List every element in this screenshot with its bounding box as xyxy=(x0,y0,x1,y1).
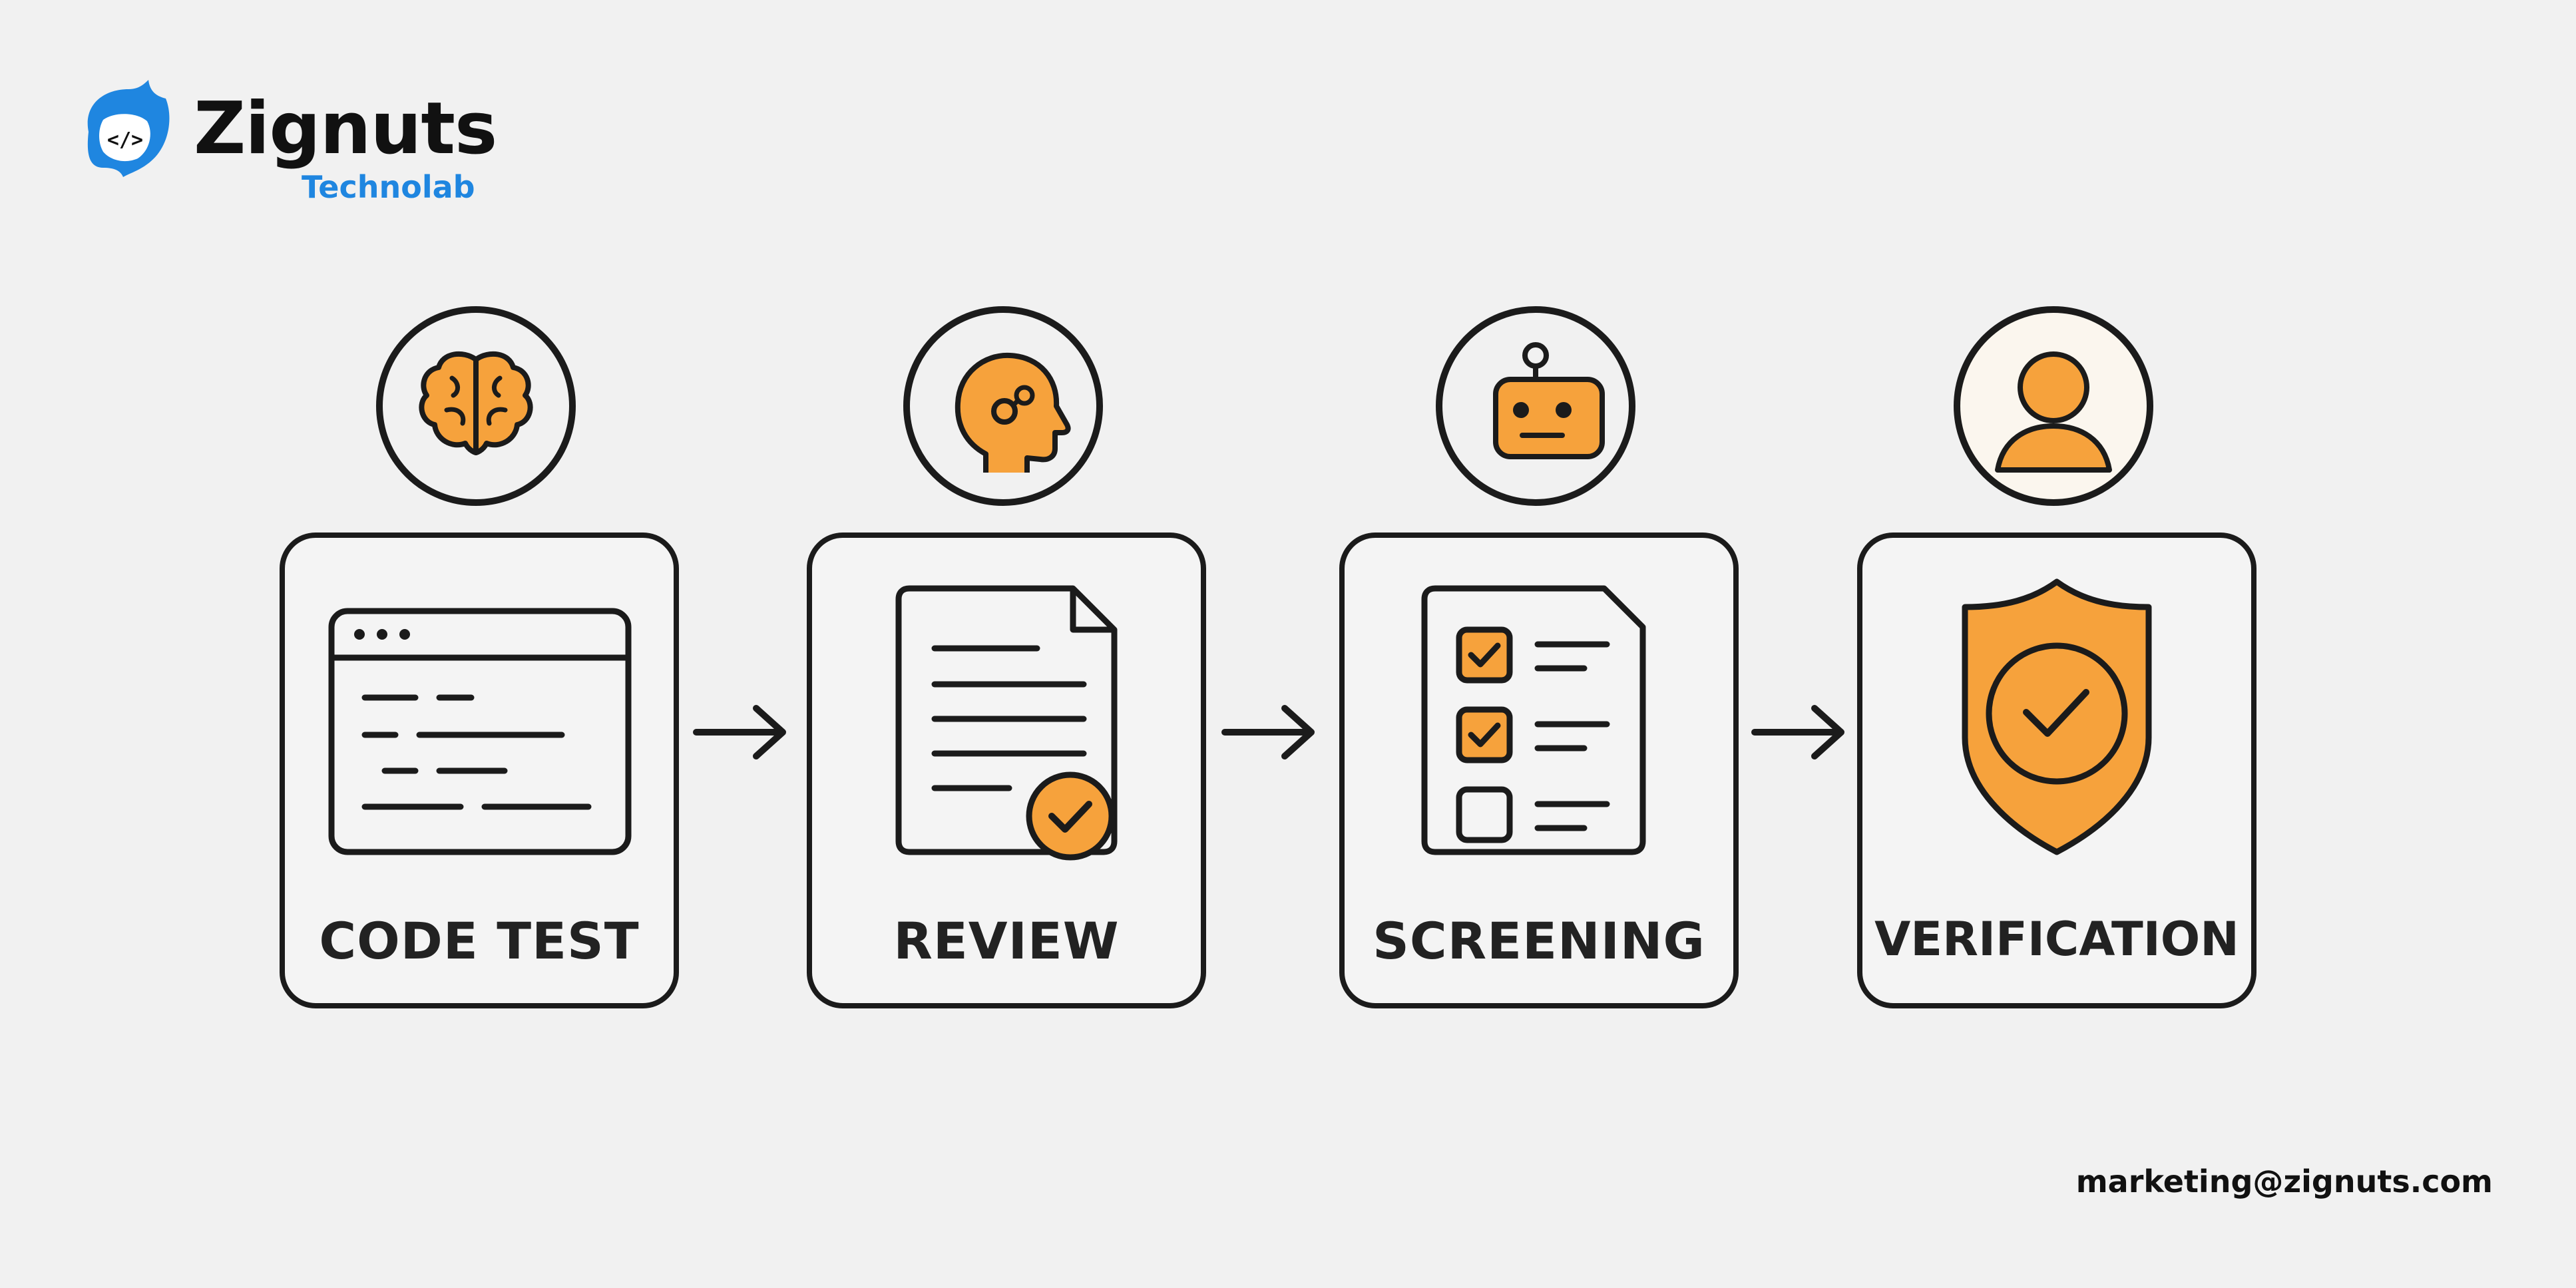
contact-email: marketing@zignuts.com xyxy=(2075,1164,2493,1199)
step-label: REVIEW xyxy=(893,911,1120,970)
step-card: VERIFICATION xyxy=(1857,533,2256,1008)
step-label: CODE TEST xyxy=(319,911,640,970)
brand-logo: </> Zignuts Technolab xyxy=(77,79,497,218)
person-icon xyxy=(1995,351,2112,473)
step-screening: SCREENING xyxy=(1339,303,1739,1008)
code-bracket-leaf-icon: </> xyxy=(87,80,170,177)
step-card: CODE TEST xyxy=(280,533,679,1008)
step-icon-circle xyxy=(376,306,576,506)
step-review: REVIEW xyxy=(807,303,1206,1008)
step-code-test: CODE TEST xyxy=(280,303,679,1008)
step-verification: VERIFICATION xyxy=(1857,303,2256,1008)
arrow-right-icon xyxy=(693,705,786,759)
step-icon-circle xyxy=(1436,306,1635,506)
checklist-icon xyxy=(1421,585,1646,855)
arrow-right-icon xyxy=(1751,705,1844,759)
shield-check-icon xyxy=(1962,578,2152,855)
brain-icon xyxy=(419,351,533,455)
step-icon-circle xyxy=(1954,306,2153,506)
step-label: SCREENING xyxy=(1373,911,1705,970)
step-label: VERIFICATION xyxy=(1874,912,2239,966)
robot-icon xyxy=(1493,342,1605,459)
brand-tagline: Technolab xyxy=(302,169,475,205)
step-card: SCREENING xyxy=(1339,533,1739,1008)
head-gears-icon xyxy=(955,352,1071,473)
arrow-right-icon xyxy=(1221,705,1315,759)
step-card: REVIEW xyxy=(807,533,1206,1008)
code-window-icon xyxy=(328,608,632,855)
step-icon-circle xyxy=(903,306,1103,506)
brand-name: Zignuts xyxy=(194,87,497,170)
logo-glyph: </> xyxy=(107,128,143,152)
document-check-icon xyxy=(895,585,1118,861)
